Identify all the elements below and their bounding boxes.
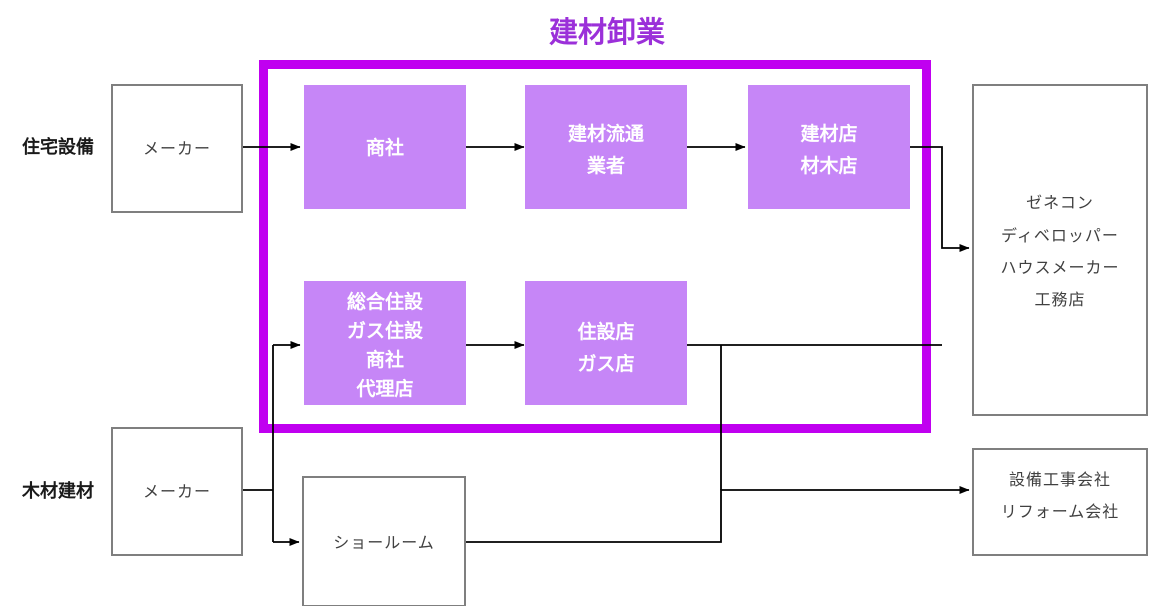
maker-top-rect bbox=[111, 84, 243, 213]
sogo-jusetsu-rect bbox=[304, 281, 466, 405]
zenecon-label-line-3: ハウスメーカー bbox=[1000, 259, 1119, 277]
side-label-jutaku-setsubi: 住宅設備 bbox=[22, 136, 94, 157]
sogo-jusetsu-label-line-4: 代理店 bbox=[355, 377, 413, 400]
sogo-jusetsu-label-line-3: 商社 bbox=[366, 348, 404, 371]
node-setsubi-reform[interactable]: 設備工事会社 リフォーム会社 bbox=[972, 448, 1148, 556]
jusetsuten-label-line-2: ガス店 bbox=[577, 352, 634, 375]
node-kenzaiten-zaimokuten[interactable]: 建材店 材木店 bbox=[748, 85, 910, 209]
shosha-label-line-1: 商社 bbox=[366, 136, 404, 159]
setsubi-reform-label-line-2: リフォーム会社 bbox=[1001, 503, 1120, 521]
node-zenecon-group[interactable]: ゼネコン ディベロッパー ハウスメーカー 工務店 bbox=[972, 84, 1148, 416]
zenecon-group-rect bbox=[972, 84, 1148, 416]
zenecon-label-line-4: 工務店 bbox=[1034, 291, 1085, 309]
kenzaiten-zaimokuten-rect bbox=[748, 85, 910, 209]
connector-kenzaiten-to-zenecon bbox=[910, 146, 970, 252]
node-sogo-jusetsu[interactable]: 総合住設 ガス住設 商社 代理店 bbox=[304, 281, 466, 405]
side-label-mokuzai-kenzai: 木材建材 bbox=[21, 480, 94, 501]
node-showroom[interactable]: ショールーム bbox=[302, 476, 466, 606]
sogo-jusetsu-label-line-2: ガス住設 bbox=[347, 319, 424, 342]
maker-bottom-label: メーカー bbox=[143, 484, 211, 501]
node-jusetsuten-gasuten[interactable]: 住設店 ガス店 bbox=[525, 281, 687, 405]
kenzaiten-label-line-2: 材木店 bbox=[800, 154, 857, 177]
node-maker-bottom[interactable]: メーカー bbox=[111, 427, 243, 556]
kenzai-ryutsu-rect bbox=[525, 85, 687, 209]
maker-top-label: メーカー bbox=[143, 141, 211, 158]
node-maker-top[interactable]: メーカー bbox=[111, 84, 243, 213]
diagram-title: 建材卸業 bbox=[549, 16, 665, 49]
showroom-label: ショールーム bbox=[333, 535, 435, 552]
showroom-rect bbox=[302, 476, 466, 606]
wholesale-group-frame bbox=[259, 60, 931, 433]
kenzaiten-label-line-1: 建材店 bbox=[800, 122, 857, 145]
jusetsuten-label-line-1: 住設店 bbox=[577, 320, 634, 343]
jusetsuten-gasuten-rect bbox=[525, 281, 687, 405]
sogo-jusetsu-label-line-1: 総合住設 bbox=[347, 290, 424, 313]
setsubi-reform-rect bbox=[972, 448, 1148, 556]
zenecon-label-line-2: ディベロッパー bbox=[1001, 226, 1119, 245]
node-shosha[interactable]: 商社 bbox=[304, 85, 466, 209]
maker-bottom-rect bbox=[111, 427, 243, 556]
connector-showroom-to-setsubi-reform bbox=[465, 486, 970, 543]
setsubi-reform-label-line-1: 設備工事会社 bbox=[1009, 471, 1111, 489]
shosha-rect bbox=[304, 85, 466, 209]
kenzai-ryutsu-label-line-1: 建材流通 bbox=[568, 122, 645, 145]
zenecon-label-line-1: ゼネコン bbox=[1026, 194, 1094, 212]
kenzai-ryutsu-label-line-2: 業者 bbox=[586, 154, 625, 177]
node-kenzai-ryutsu[interactable]: 建材流通 業者 bbox=[525, 85, 687, 209]
